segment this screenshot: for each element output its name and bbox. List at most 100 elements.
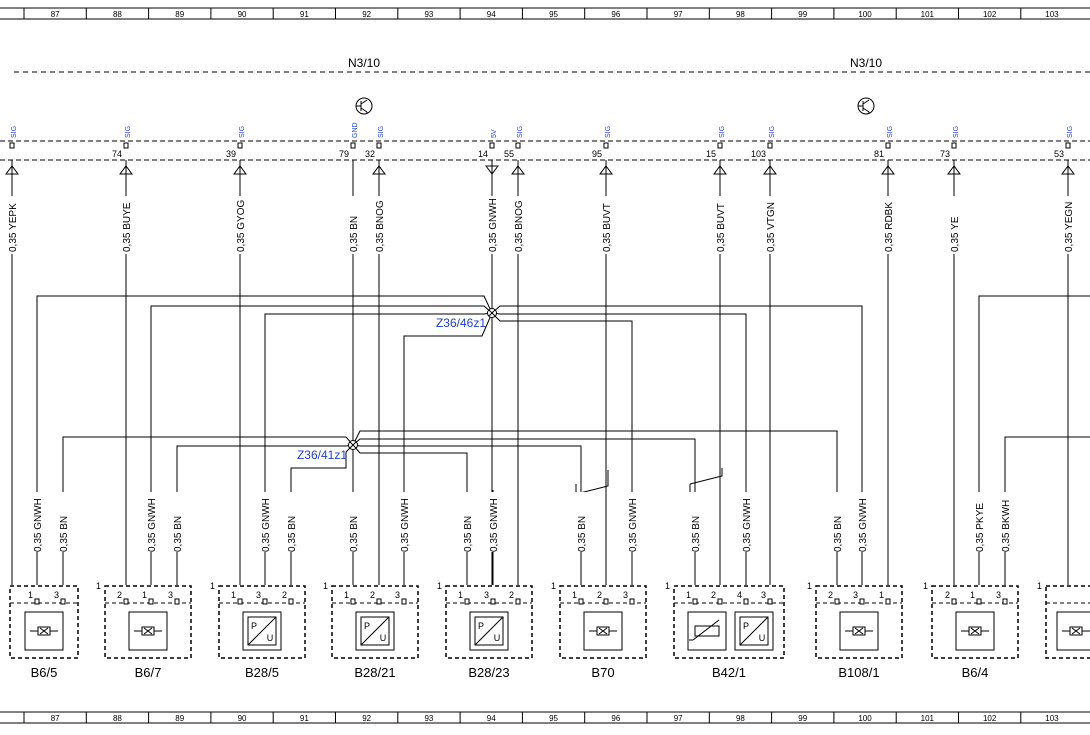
component-pin — [976, 598, 982, 605]
pin-terminal — [237, 142, 243, 149]
component-pin-number: 2 — [370, 590, 375, 600]
wire: 0,35 BN — [831, 490, 844, 585]
pin-terminal — [603, 142, 609, 149]
component-pin — [262, 598, 268, 605]
pin-signal-label: SIG — [239, 126, 246, 138]
component-pin — [350, 598, 356, 605]
component-pin — [237, 598, 243, 605]
component-pin-number: 3 — [484, 590, 489, 600]
ruler-cell: 96 — [611, 10, 620, 19]
module-label-right: N3/10 — [850, 56, 882, 70]
component-pin-number: 3 — [256, 590, 261, 600]
bottom-wires: 0,35 GNWH 0,35 BN 0,35 GNWH 0,35 BN 0,35 GNW… — [31, 490, 1012, 585]
component-pin — [490, 598, 496, 605]
wire: 0,35 BUVT — [714, 160, 727, 585]
pin-signal-label: SIG — [769, 126, 776, 138]
ruler-cell: 103 — [1045, 714, 1059, 723]
pin-terminal — [951, 142, 957, 149]
component-pin — [767, 598, 773, 605]
wire-label: 0,35 GNWH — [742, 498, 753, 552]
splice-point: Z36/41z1 — [297, 440, 358, 462]
wire-label: 0,35 YEGN — [1064, 202, 1075, 252]
component-pin — [717, 598, 723, 605]
pin-signal-label: SIG — [517, 126, 524, 138]
component-pin-number: 1 — [458, 590, 463, 600]
ruler-cell: 98 — [736, 10, 745, 19]
ruler-cell: 89 — [175, 10, 184, 19]
connector-number: 1 — [323, 581, 328, 591]
component-label: B6/4 — [962, 665, 989, 680]
component-pin-number: 1 — [28, 590, 33, 600]
pin-signal-label: SIG — [11, 126, 18, 138]
component-pin — [464, 598, 470, 605]
ruler-cell: 90 — [238, 10, 247, 19]
component-label: B6/5 — [31, 665, 58, 680]
ruler-cell: 100 — [858, 714, 872, 723]
pin-signal-label: SIG — [605, 126, 612, 138]
component-pin — [603, 598, 609, 605]
connector-number: 1 — [437, 581, 442, 591]
component-pin-number: 3 — [395, 590, 400, 600]
component-pin — [834, 598, 840, 605]
component-pin-number: 3 — [54, 590, 59, 600]
pin-terminal — [717, 142, 723, 149]
module-label-left: N3/10 — [348, 56, 380, 70]
ruler-cell: 97 — [674, 714, 683, 723]
wire: 0,35 RDBK — [882, 160, 895, 585]
pin-number: 103 — [751, 149, 766, 159]
wire-label: 0,35 BN — [173, 516, 184, 552]
wire: 0,35 GNWH — [740, 490, 753, 585]
component-pin-number: 1 — [142, 590, 147, 600]
ruler-cell: 99 — [798, 10, 807, 19]
svg-text:P: P — [743, 621, 749, 631]
component-pin-number: 1 — [344, 590, 349, 600]
component-pin-number: 4 — [737, 590, 742, 600]
component-pin-number: 3 — [623, 590, 628, 600]
pin-terminal — [350, 142, 356, 149]
wire-label: 0,35 BN — [349, 216, 360, 252]
ruler-cell: 92 — [362, 714, 371, 723]
ruler-cell: 95 — [549, 10, 558, 19]
splice-point: Z36/46z1 — [436, 308, 497, 330]
ruler-cell: 94 — [487, 714, 496, 723]
pin-number: 81 — [874, 149, 884, 159]
wire: 0,35 BNOG — [373, 160, 386, 585]
wire: 0,35 GNWH — [487, 490, 500, 585]
component-label: B42/1 — [712, 665, 746, 680]
wire: 0,35 YEGN — [1062, 160, 1075, 585]
wire-label: 0,35 BNOG — [514, 200, 525, 252]
ruler-cell: 88 — [113, 10, 122, 19]
wire-label: 0,35 GNWH — [261, 498, 272, 552]
pin-number: 39 — [226, 149, 236, 159]
wire: 0,35 GNWH — [259, 490, 272, 585]
component-pin — [951, 598, 957, 605]
component-pin-number: 2 — [828, 590, 833, 600]
svg-text:U: U — [380, 633, 387, 643]
module-connector-strip — [0, 140, 1090, 161]
component-label: B6/7 — [135, 665, 162, 680]
pin-signal-label: SIG — [719, 126, 726, 138]
ruler-cell: 97 — [674, 10, 683, 19]
wire-label: 0,35 BN — [287, 516, 298, 552]
wire: 0,35 GYOG — [234, 160, 247, 585]
pin-signal-label: SIG — [125, 126, 132, 138]
component-pin-number: 3 — [168, 590, 173, 600]
svg-text:U: U — [494, 633, 501, 643]
component-pin — [578, 598, 584, 605]
svg-text:P: P — [364, 621, 370, 631]
component-pin — [60, 598, 66, 605]
wire: 0,35 BN — [347, 490, 360, 585]
wire: 0,35 GNWH — [398, 490, 411, 585]
pin-signal-label: GND — [352, 122, 359, 138]
wire-label: 0,35 BN — [349, 516, 360, 552]
wire: 0,35 GNWH — [626, 490, 639, 585]
component-pin-number: 2 — [711, 590, 716, 600]
ruler-cell: 101 — [921, 714, 935, 723]
pin-number: 14 — [478, 149, 488, 159]
